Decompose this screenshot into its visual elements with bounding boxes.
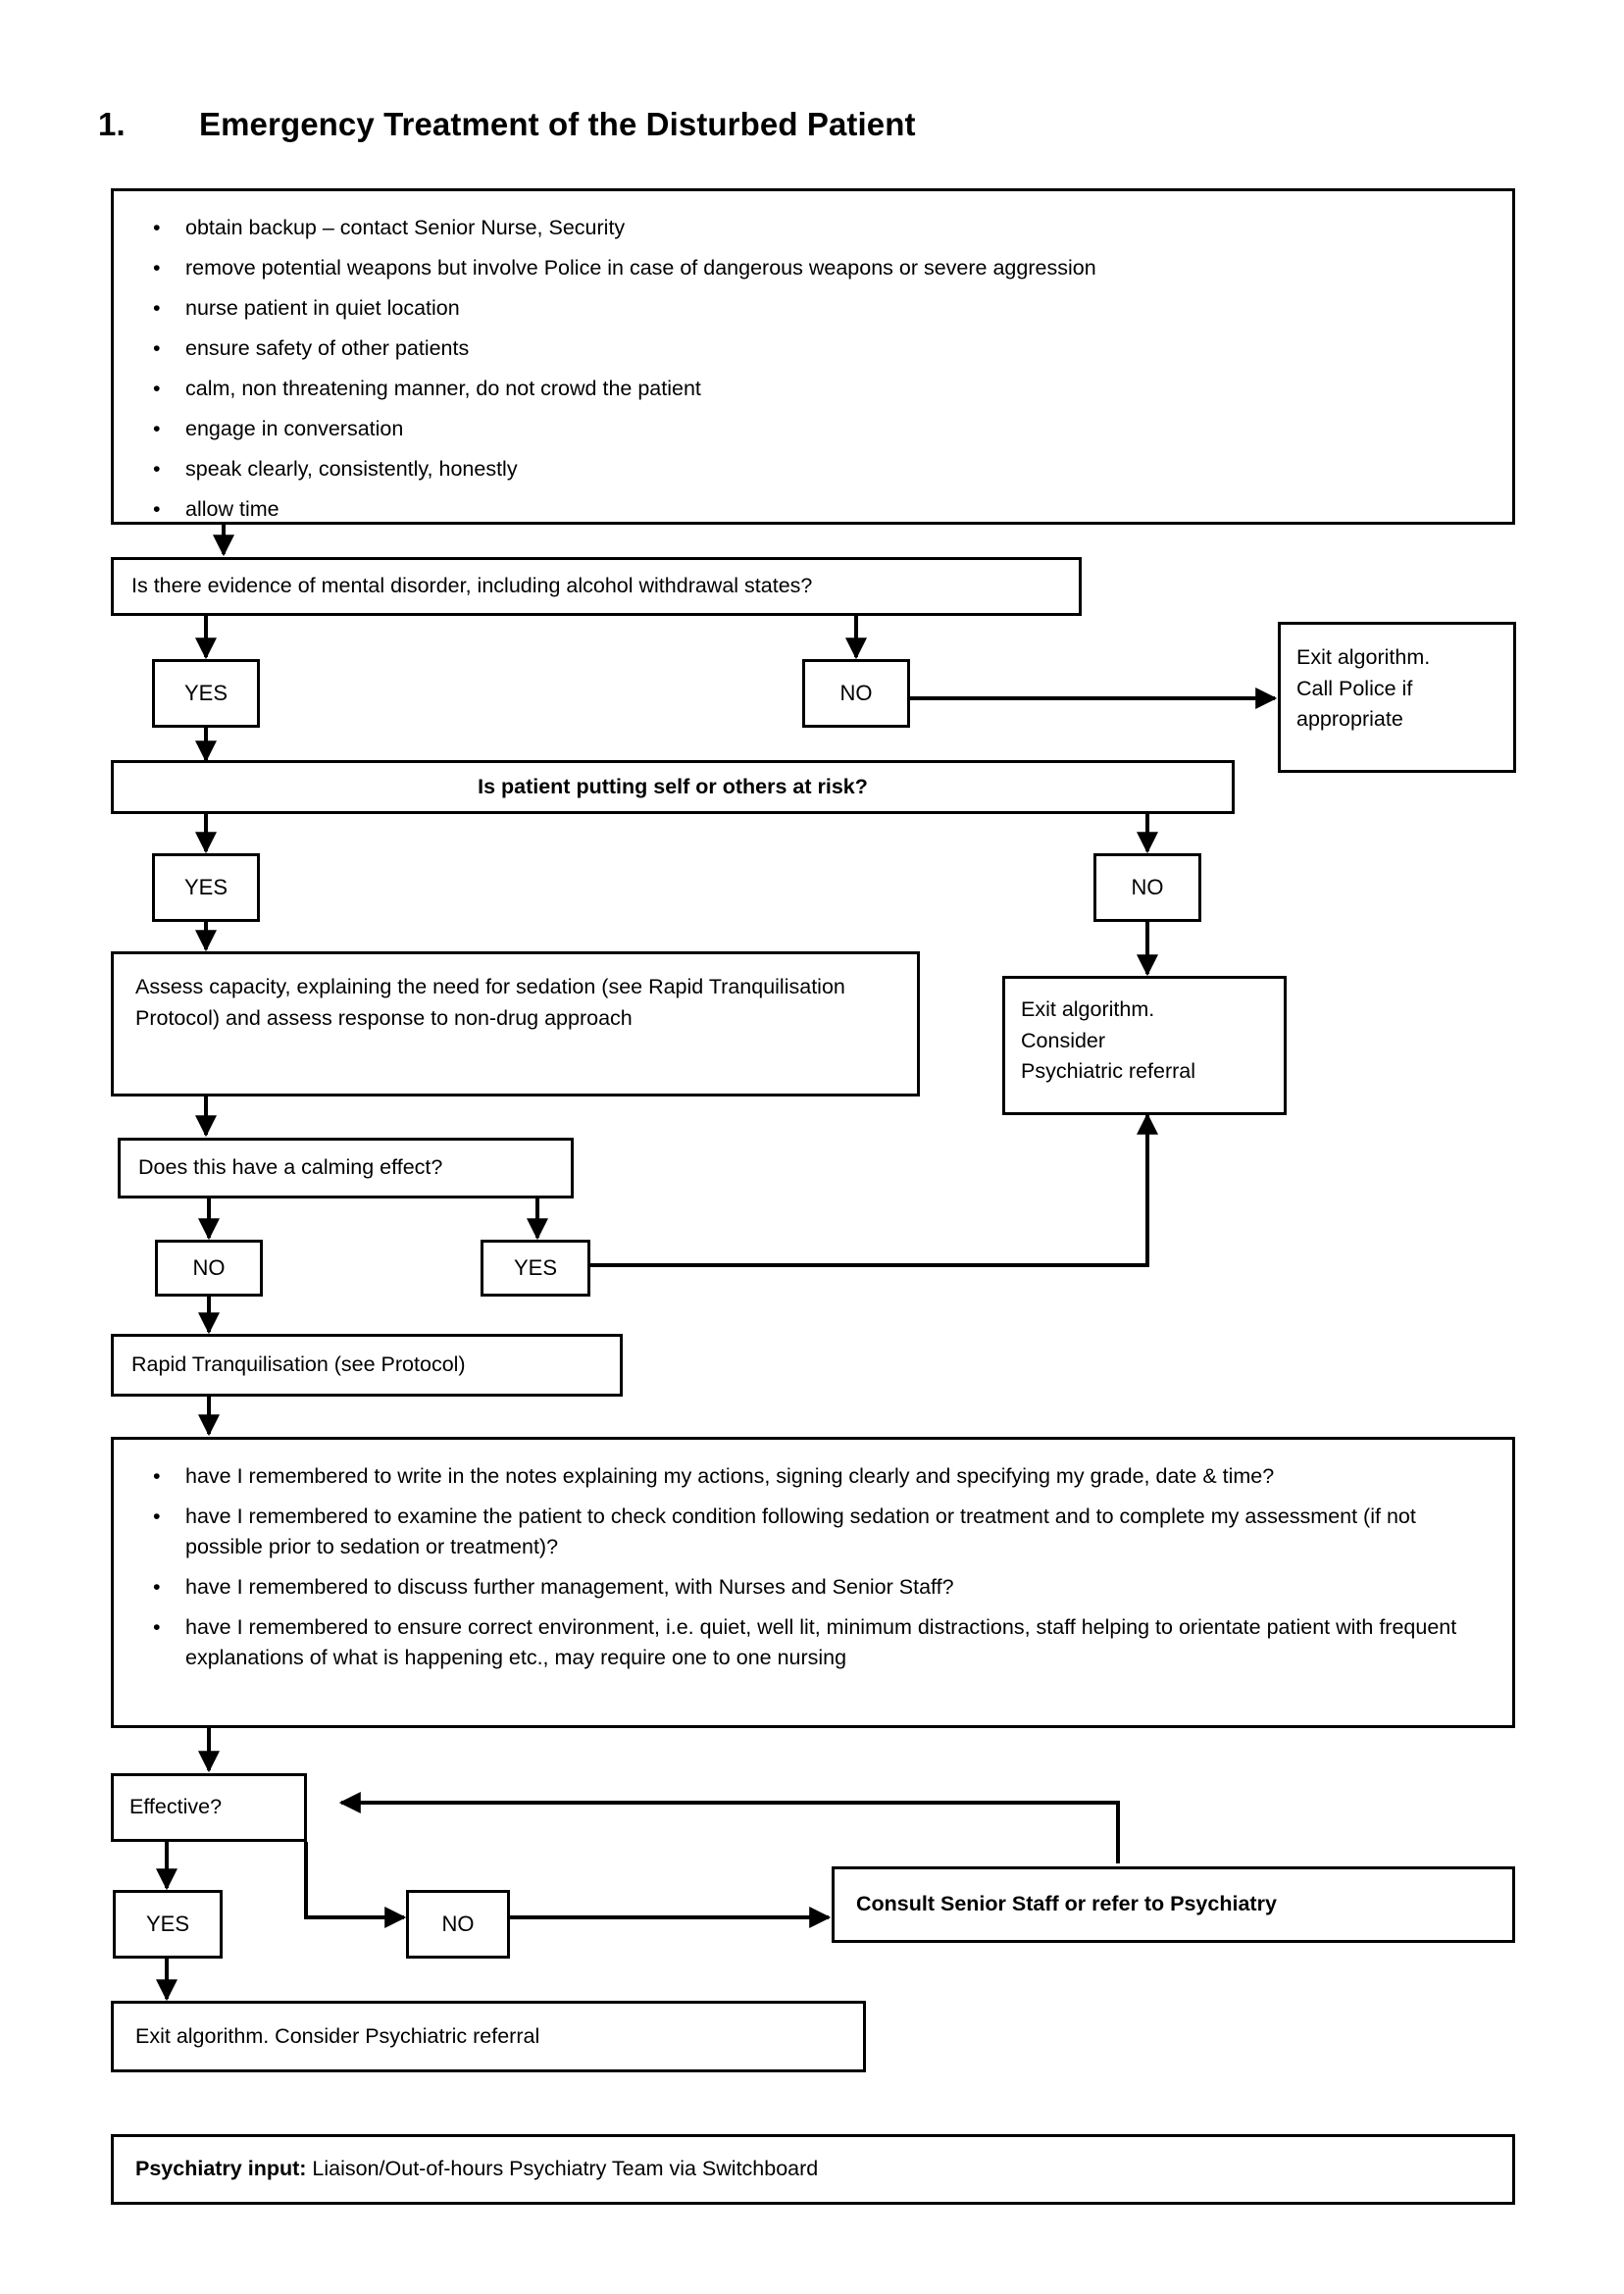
bullet-icon: • — [153, 456, 161, 481]
list-item: • have I remembered to examine the patie… — [131, 1502, 1495, 1562]
checklist-list: • have I remembered to write in the note… — [131, 1461, 1495, 1673]
exit-consider-psych-referral-box: Exit algorithm. Consider Psychiatric ref… — [1002, 976, 1287, 1115]
page-title: 1. Emergency Treatment of the Disturbed … — [98, 106, 1373, 143]
checklist-box: • have I remembered to write in the note… — [111, 1437, 1515, 1728]
psychiatry-input-label: Psychiatry input: — [135, 2157, 307, 2181]
decision-risk-box: Is patient putting self or others at ris… — [111, 760, 1235, 814]
bullet-icon: • — [153, 1504, 161, 1528]
exit-call-police-line-3: appropriate — [1296, 707, 1403, 732]
decision-risk-yes: YES — [152, 853, 260, 922]
decision-calming-yes: YES — [481, 1240, 590, 1297]
yes-label: YES — [183, 681, 228, 705]
decision-calming-no: NO — [155, 1240, 263, 1297]
decision-effective-yes: YES — [113, 1890, 223, 1959]
bullet-icon: • — [153, 1464, 161, 1488]
list-item-label: nurse patient in quiet location — [185, 295, 460, 320]
no-label: NO — [839, 681, 873, 705]
decision-mental-disorder-box: Is there evidence of mental disorder, in… — [111, 557, 1082, 616]
exit-consider-line-2: Consider — [1021, 1028, 1106, 1052]
yes-label: YES — [145, 1912, 190, 1936]
list-item: • engage in conversation — [131, 414, 1495, 444]
list-item-label: speak clearly, consistently, honestly — [185, 456, 518, 481]
list-item-label: allow time — [185, 496, 279, 521]
assess-capacity-text: Assess capacity, explaining the need for… — [135, 975, 845, 1030]
list-item: • obtain backup – contact Senior Nurse, … — [131, 213, 1495, 243]
consult-senior-staff-text: Consult Senior Staff or refer to Psychia… — [856, 1892, 1277, 1916]
bullet-icon: • — [153, 216, 161, 239]
bullet-icon: • — [153, 416, 161, 440]
list-item: • calm, non threatening manner, do not c… — [131, 374, 1495, 404]
list-item: • have I remembered to ensure correct en… — [131, 1612, 1495, 1673]
list-item-label: obtain backup – contact Senior Nurse, Se… — [185, 216, 626, 239]
psychiatry-input-box: Psychiatry input: Liaison/Out-of-hours P… — [111, 2134, 1515, 2205]
list-item-label: have I remembered to examine the patient… — [185, 1504, 1416, 1558]
decision-mental-disorder-question: Is there evidence of mental disorder, in… — [131, 574, 813, 598]
decision-mental-disorder-no: NO — [802, 659, 910, 728]
list-item: • ensure safety of other patients — [131, 333, 1495, 364]
list-item-label: engage in conversation — [185, 416, 404, 440]
exit-call-police-box: Exit algorithm. Call Police if appropria… — [1278, 622, 1516, 773]
bullet-icon: • — [153, 1614, 161, 1639]
exit-consider-line-3: Psychiatric referral — [1021, 1059, 1196, 1084]
list-item: • nurse patient in quiet location — [131, 293, 1495, 324]
page-title-text: Emergency Treatment of the Disturbed Pat… — [199, 106, 916, 142]
assess-capacity-box: Assess capacity, explaining the need for… — [111, 951, 920, 1096]
bullet-icon: • — [153, 335, 161, 360]
list-item: • have I remembered to write in the note… — [131, 1461, 1495, 1492]
list-item-label: calm, non threatening manner, do not cro… — [185, 376, 701, 400]
exit-referral-box: Exit algorithm. Consider Psychiatric ref… — [111, 2001, 866, 2072]
no-label: NO — [441, 1912, 475, 1936]
decision-calming-box: Does this have a calming effect? — [118, 1138, 574, 1198]
yes-label: YES — [513, 1255, 558, 1280]
list-item-label: have I remembered to discuss further man… — [185, 1574, 954, 1599]
page-title-number: 1. — [98, 106, 126, 142]
rapid-tranquilisation-text: Rapid Tranquilisation (see Protocol) — [131, 1352, 466, 1377]
exit-call-police-line-1: Exit algorithm. — [1296, 645, 1431, 669]
bullet-icon: • — [153, 496, 161, 521]
list-item: • remove potential weapons but involve P… — [131, 253, 1495, 283]
decision-effective-box: Effective? — [111, 1773, 307, 1842]
decision-effective-question: Effective? — [129, 1795, 223, 1819]
list-item-label: have I remembered to ensure correct envi… — [185, 1614, 1457, 1669]
initial-actions-list: • obtain backup – contact Senior Nurse, … — [131, 213, 1495, 525]
decision-risk-no: NO — [1093, 853, 1201, 922]
list-item-label: remove potential weapons but involve Pol… — [185, 255, 1096, 280]
bullet-icon: • — [153, 1574, 161, 1599]
decision-risk-question: Is patient putting self or others at ris… — [478, 774, 868, 798]
list-item: • have I remembered to discuss further m… — [131, 1572, 1495, 1603]
list-item: • speak clearly, consistently, honestly — [131, 454, 1495, 484]
no-label: NO — [1131, 875, 1164, 899]
no-label: NO — [192, 1255, 226, 1280]
initial-actions-box: • obtain backup – contact Senior Nurse, … — [111, 188, 1515, 525]
exit-consider-line-1: Exit algorithm. — [1021, 997, 1155, 1021]
bullet-icon: • — [153, 255, 161, 280]
rapid-tranquilisation-box: Rapid Tranquilisation (see Protocol) — [111, 1334, 623, 1397]
exit-referral-text: Exit algorithm. Consider Psychiatric ref… — [135, 2023, 540, 2048]
decision-calming-question: Does this have a calming effect? — [138, 1155, 443, 1180]
list-item-label: ensure safety of other patients — [185, 335, 470, 360]
yes-label: YES — [183, 875, 228, 899]
decision-effective-no: NO — [406, 1890, 510, 1959]
consult-senior-staff-box: Consult Senior Staff or refer to Psychia… — [832, 1866, 1515, 1943]
bullet-icon: • — [153, 295, 161, 320]
decision-mental-disorder-yes: YES — [152, 659, 260, 728]
bullet-icon: • — [153, 376, 161, 400]
list-item-label: have I remembered to write in the notes … — [185, 1464, 1275, 1488]
exit-call-police-line-2: Call Police if — [1296, 676, 1413, 700]
list-item: • allow time — [131, 494, 1495, 525]
psychiatry-input-value: Liaison/Out-of-hours Psychiatry Team via… — [306, 2157, 819, 2181]
